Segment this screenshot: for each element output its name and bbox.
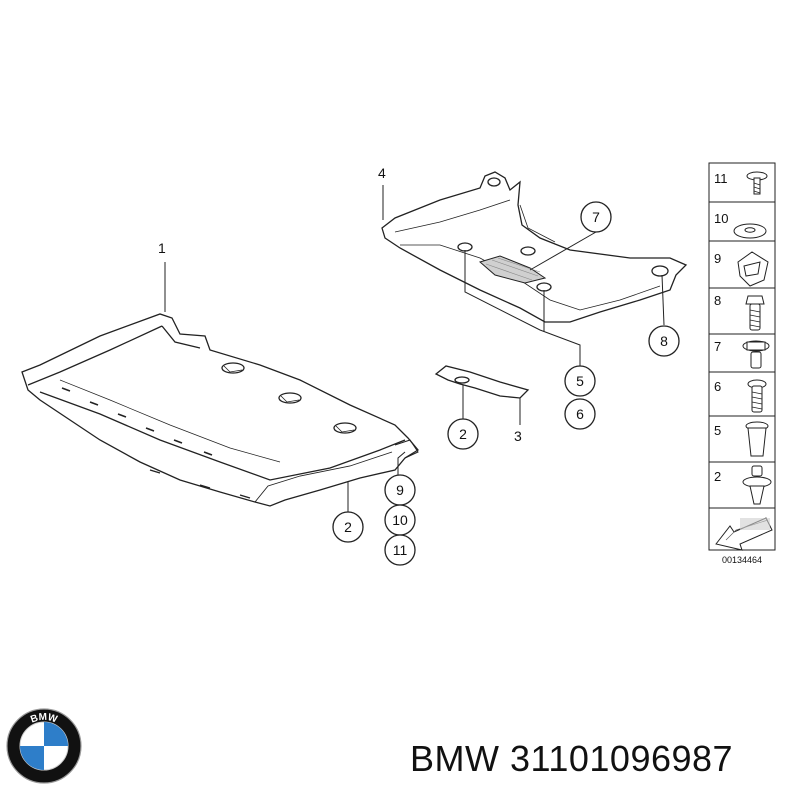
callout-7: 7 xyxy=(580,201,612,233)
callout-2-bracket-label: 2 xyxy=(459,426,467,442)
callout-7-label: 7 xyxy=(592,209,600,225)
leader-lines xyxy=(164,185,665,512)
legend-item-11-label: 11 xyxy=(714,171,728,186)
legend-item-6-label: 6 xyxy=(714,379,721,394)
callout-2-bracket: 2 xyxy=(447,418,479,450)
fastener-10-icon xyxy=(733,223,767,239)
fastener-legend: 11 10 9 8 7 6 5 2 xyxy=(708,162,776,565)
legend-item-7-label: 7 xyxy=(714,339,721,354)
callout-10: 10 xyxy=(384,504,416,536)
callout-8-label: 8 xyxy=(660,333,668,349)
caption-brand: BMW xyxy=(410,738,500,779)
fastener-8-icon xyxy=(745,295,765,331)
callout-5-label: 5 xyxy=(576,373,584,389)
callout-6: 6 xyxy=(564,398,596,430)
bmw-logo-text: BMW xyxy=(29,712,59,726)
callout-11-label: 11 xyxy=(393,542,408,558)
callout-4: 4 xyxy=(378,165,386,181)
callout-5: 5 xyxy=(564,365,596,397)
bmw-logo: BMW xyxy=(6,708,82,784)
legend-item-2-label: 2 xyxy=(714,469,721,484)
bracket-part-3 xyxy=(434,365,530,399)
callout-6-label: 6 xyxy=(576,406,584,422)
front-shield-part-4 xyxy=(381,171,688,323)
callout-1-label: 1 xyxy=(158,240,166,256)
legend-item-8-label: 8 xyxy=(714,293,721,308)
direction-arrow-icon xyxy=(715,517,773,551)
fastener-5-icon xyxy=(745,421,769,457)
callout-11: 11 xyxy=(384,534,416,566)
fastener-11-icon xyxy=(746,171,768,195)
legend-item-10-label: 10 xyxy=(714,211,728,226)
fastener-7-icon xyxy=(742,340,770,369)
callout-9: 9 xyxy=(384,474,416,506)
legend-item-9-label: 9 xyxy=(714,251,721,266)
callout-2-shield-label: 2 xyxy=(344,519,352,535)
diagram-reference-number: 00134464 xyxy=(722,555,762,565)
callout-9-label: 9 xyxy=(396,482,404,498)
callout-3: 3 xyxy=(514,428,522,444)
callout-4-label: 4 xyxy=(378,165,386,181)
callout-1: 1 xyxy=(158,240,166,256)
legend-item-5-label: 5 xyxy=(714,423,721,438)
callout-2-shield: 2 xyxy=(332,511,364,543)
callout-8: 8 xyxy=(648,325,680,357)
callout-3-label: 3 xyxy=(514,428,522,444)
caption-part-number: 31101096987 xyxy=(510,738,734,779)
fastener-2-icon xyxy=(742,465,772,505)
underbody-shield-part-1 xyxy=(21,313,419,507)
part-caption: BMW 31101096987 xyxy=(410,738,733,780)
fastener-9-icon xyxy=(737,251,769,287)
fastener-6-icon xyxy=(747,379,767,413)
callout-10-label: 10 xyxy=(392,512,408,528)
